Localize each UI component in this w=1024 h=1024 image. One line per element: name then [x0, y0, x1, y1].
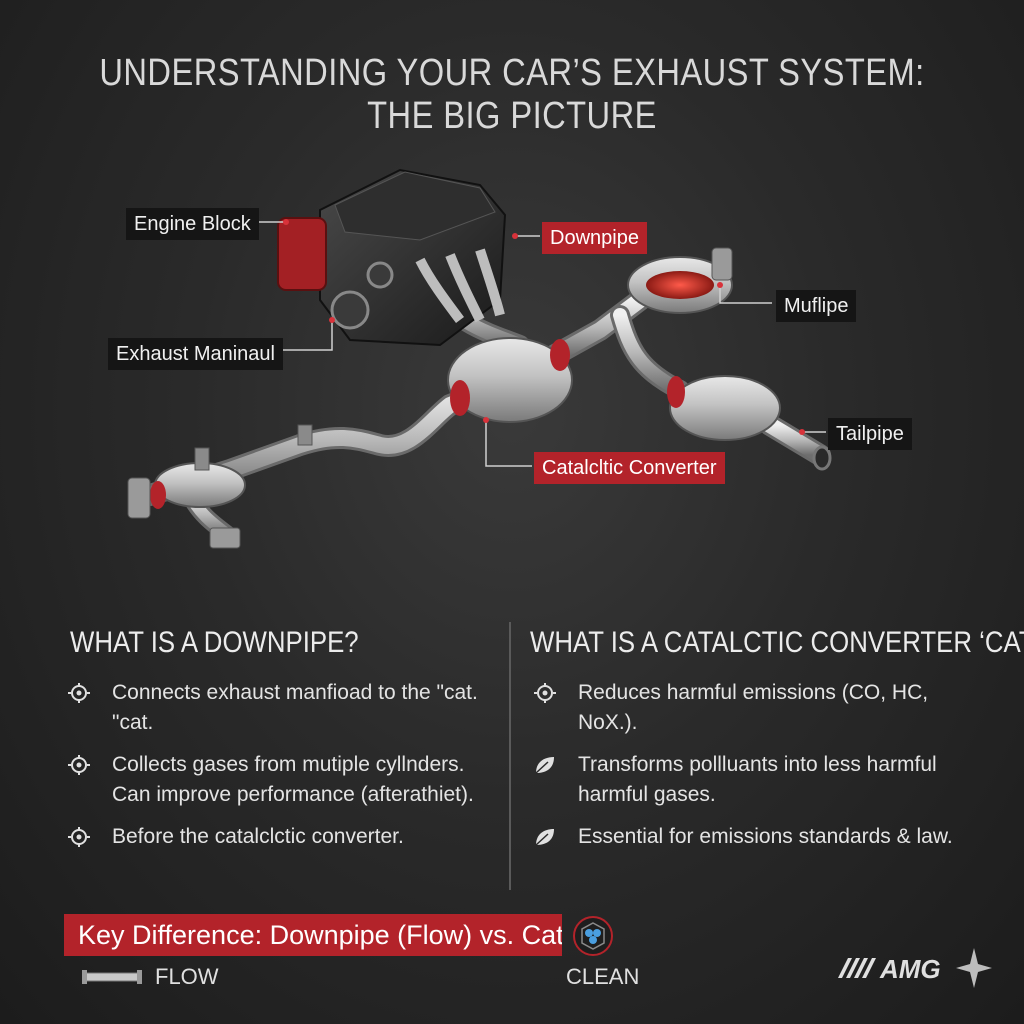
logo-text: AMG	[879, 954, 941, 984]
gear-icon	[66, 754, 92, 776]
callout-engine-block: Engine Block	[126, 208, 259, 240]
amg-logo: AMG	[836, 944, 992, 992]
leader-lines	[245, 221, 826, 467]
downpipe-points: Connects exhaust manfioad to the "cat. "…	[66, 678, 496, 864]
flow-pipe-icon	[82, 968, 142, 986]
cat-heading: WHAT IS A CATALCTIC CONVERTER ‘CAT’?	[530, 626, 1024, 659]
clean-label: CLEAN	[566, 964, 640, 989]
exhaust-system-illustration	[127, 168, 832, 549]
callout-exhaust-manifold: Exhaust Maninaul	[108, 338, 283, 370]
flow-label: FLOW	[155, 964, 219, 989]
list-item: Transforms pollluants into less harmful …	[532, 750, 972, 810]
list-item: Collects gases from mutiple cyllnders. C…	[66, 750, 496, 810]
leaf-icon	[532, 826, 558, 848]
gear-icon	[532, 682, 558, 704]
exhaust-pipe	[139, 280, 831, 544]
section-divider	[509, 622, 511, 890]
clean-molecule-icon	[572, 915, 614, 957]
list-item: Reduces harmful emissions (CO, HC, NoX.)…	[532, 678, 972, 738]
resonator-part	[627, 247, 733, 314]
page-title: UNDERSTANDING YOUR CAR’S EXHAUST SYSTEM:…	[99, 52, 925, 137]
callout-catalytic-converter: Catalcltic Converter	[534, 452, 725, 484]
gear-icon	[66, 682, 92, 704]
catalytic-converter-part	[447, 337, 573, 423]
callout-muffler: Muflipe	[776, 290, 857, 322]
list-item: Connects exhaust manfioad to the "cat. "…	[66, 678, 496, 738]
list-item: Essential for emissions standards & law.	[532, 822, 972, 852]
gear-icon	[66, 826, 92, 848]
muffler-part	[667, 375, 832, 471]
engine-part	[277, 168, 507, 347]
cat-points: Reduces harmful emissions (CO, HC, NoX.)…	[532, 678, 972, 864]
callout-tailpipe: Tailpipe	[828, 418, 912, 450]
key-difference-banner: Key Difference: Downpipe (Flow) vs. Cat …	[64, 914, 562, 956]
callout-downpipe: Downpipe	[542, 222, 647, 254]
downpipe-heading: WHAT IS A DOWNPIPE?	[70, 626, 359, 659]
leaf-icon	[532, 754, 558, 776]
front-converter	[127, 462, 246, 549]
list-item: Before the catalclctic converter.	[66, 822, 496, 852]
